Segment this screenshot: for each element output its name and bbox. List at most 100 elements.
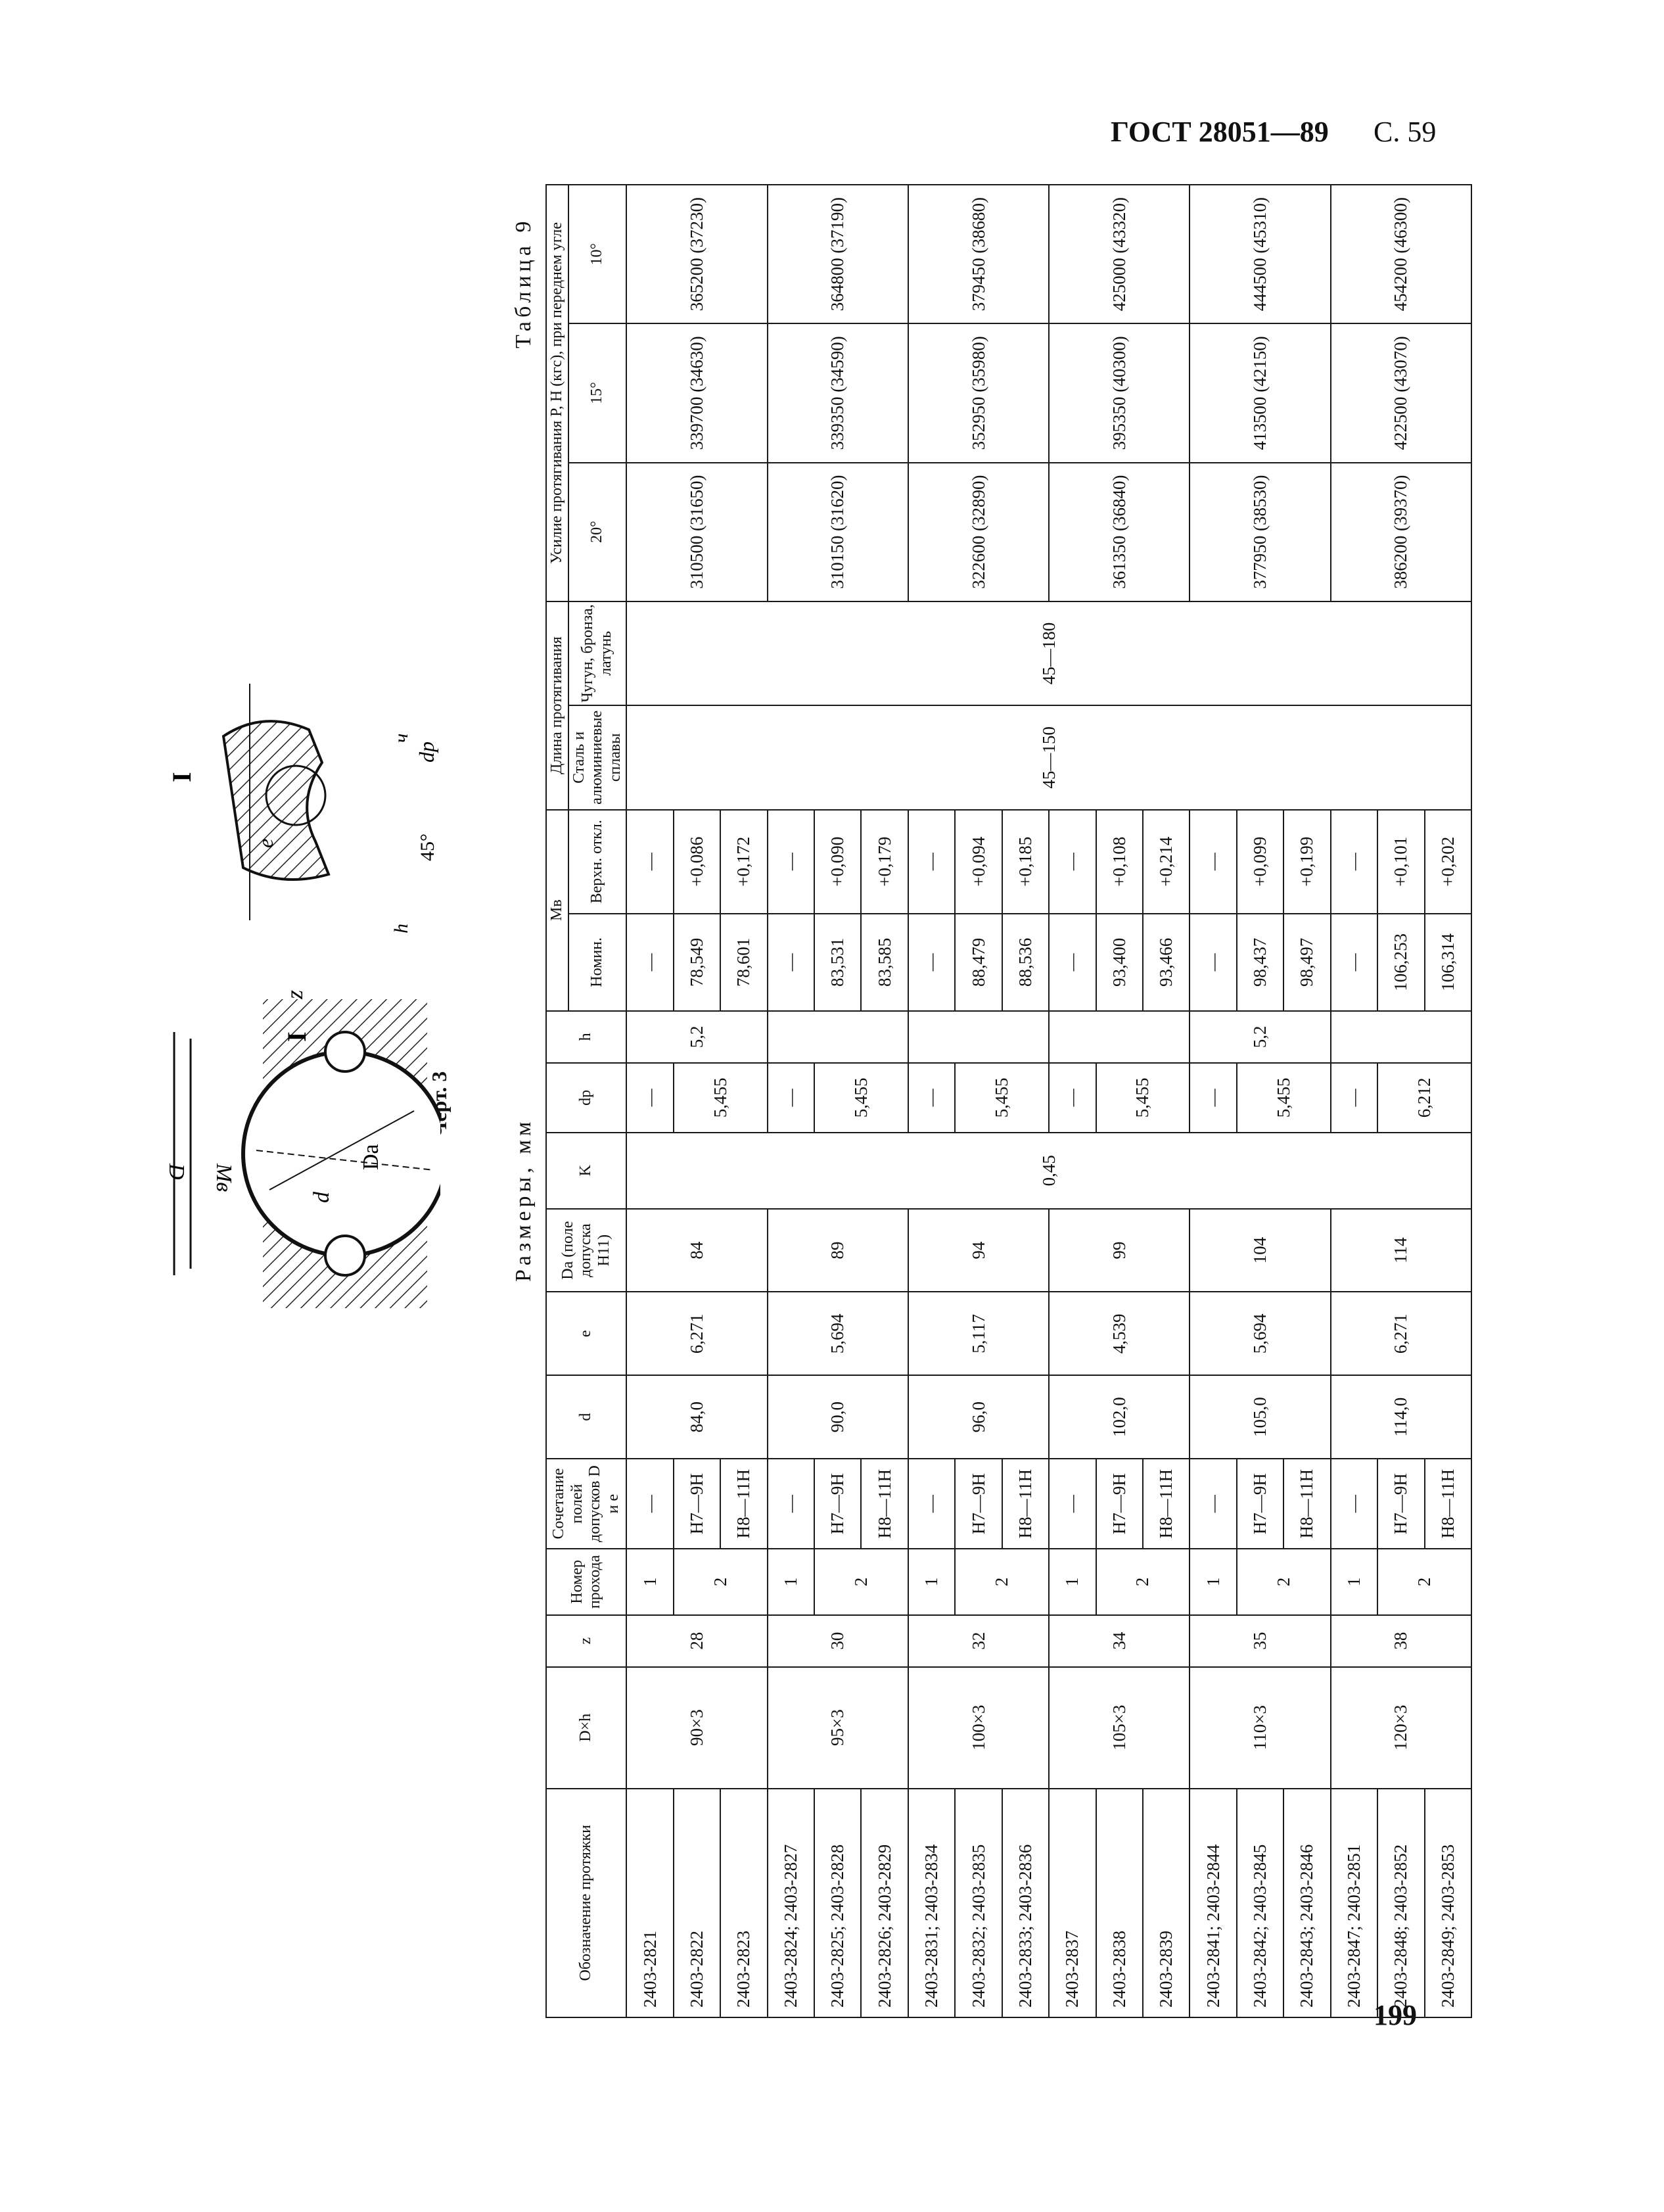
cell-z: 28 (626, 1614, 768, 1667)
cell-designation: 2403-2837 (1049, 1788, 1096, 2017)
cell-tolerance: — (908, 1458, 956, 1549)
col-h: h (546, 1010, 627, 1064)
detail-profile (221, 720, 331, 881)
cell-h (767, 1010, 908, 1064)
cell-force-10: 425000 (43320) (1049, 185, 1190, 324)
cell-force-10: 364800 (37190) (767, 185, 908, 324)
cell-force-20: 310500 (31650) (626, 462, 768, 601)
cell-pass: 1 (767, 1549, 815, 1615)
cell-force-15: 422500 (43070) (1330, 323, 1471, 463)
cell-designation: 2403-2825; 2403-2828 (814, 1788, 862, 2017)
page-number: 199 (1374, 1999, 1417, 2031)
cell-mb-nominal: 93,466 (1143, 913, 1190, 1011)
col-e: e (546, 1292, 627, 1376)
cell-tolerance: H8—11H (720, 1458, 768, 1549)
cell-tolerance: H7—9H (955, 1458, 1002, 1549)
cell-mb-nominal: — (908, 913, 956, 1011)
cell-h: 5,2 (626, 1010, 768, 1064)
cell-tolerance: H7—9H (1236, 1458, 1284, 1549)
cell-da: 114 (1330, 1208, 1471, 1292)
label-da: Da (359, 1144, 383, 1170)
label-big-d: D (164, 1163, 189, 1180)
cell-d: 105,0 (1190, 1375, 1331, 1459)
cell-pass: 1 (908, 1549, 956, 1615)
cell-designation: 2403-2826; 2403-2829 (861, 1788, 908, 2017)
cell-mb-deviation: — (767, 809, 815, 914)
cell-e: 5,117 (908, 1292, 1050, 1376)
detail-label-angle: 45° (417, 834, 438, 861)
cell-mb-deviation: — (1049, 809, 1096, 914)
cell-z: 35 (1190, 1614, 1331, 1667)
cell-mb-nominal: — (626, 913, 674, 1011)
col-designation: Обозначение протяжки (546, 1788, 627, 2017)
cell-mb-deviation: — (626, 809, 674, 914)
cell-tolerance: H7—9H (1096, 1458, 1144, 1549)
detail-label-h: h (390, 924, 412, 933)
col-len-steel: Сталь и алюминиевые сплавы (568, 705, 627, 810)
cell-mb-deviation: +0,099 (1236, 809, 1284, 914)
header-row-1: Обозначение протяжки D×h z Номер прохода… (546, 185, 627, 2017)
cell-mb-deviation: +0,185 (1002, 809, 1050, 914)
cell-mb-deviation: — (908, 809, 956, 914)
cell-pass: 2 (1377, 1549, 1471, 1615)
cell-tolerance: — (767, 1458, 815, 1549)
cell-h (1049, 1010, 1190, 1064)
cell-mb-deviation: +0,199 (1283, 809, 1331, 914)
cell-pass: 1 (1190, 1549, 1237, 1615)
cell-k: 0,45 (626, 1132, 1471, 1209)
cell-dp-dash: — (626, 1063, 674, 1133)
cell-designation: 2403-2822 (673, 1788, 721, 2017)
cell-pass: 2 (1236, 1549, 1331, 1615)
cell-force-15: 339700 (34630) (626, 323, 768, 463)
cell-da: 104 (1190, 1208, 1331, 1292)
cell-dp: 5,455 (955, 1063, 1050, 1133)
cell-tolerance: — (1330, 1458, 1378, 1549)
cell-mb-deviation: +0,094 (955, 809, 1002, 914)
cell-tolerance: H8—11H (1424, 1458, 1471, 1549)
cell-mb-nominal: 93,400 (1096, 913, 1144, 1011)
cell-force-20: 322600 (32890) (908, 462, 1050, 601)
standard-code: ГОСТ 28051—89 (1111, 116, 1329, 148)
cell-tolerance: H7—9H (1377, 1458, 1425, 1549)
detail-label-dp: dp (415, 741, 438, 763)
cell-force-15: 395350 (40300) (1049, 323, 1190, 463)
roller-right (324, 1235, 366, 1277)
cell-pass: 1 (1330, 1549, 1378, 1615)
label-d: d (310, 1191, 334, 1203)
cell-mb-nominal: 78,549 (673, 913, 721, 1011)
table-label: Таблица 9 (511, 217, 536, 348)
cell-tolerance: H8—11H (1143, 1458, 1190, 1549)
cell-dp-dash: — (767, 1063, 815, 1133)
cell-d: 90,0 (767, 1375, 908, 1459)
cell-mb-nominal: — (1330, 913, 1378, 1011)
detail-label-ch: ч (390, 734, 412, 743)
cell-d: 96,0 (908, 1375, 1050, 1459)
col-mb-nom: Номин. (568, 913, 627, 1011)
roller-left (324, 1031, 366, 1073)
cell-designation: 2403-2841; 2403-2844 (1190, 1788, 1237, 2017)
cell-mb-nominal: 83,531 (814, 913, 862, 1011)
cell-mb-nominal: 98,437 (1236, 913, 1284, 1011)
cell-designation: 2403-2839 (1143, 1788, 1190, 2017)
label-z: z (281, 990, 308, 1000)
cell-z: 30 (767, 1614, 908, 1667)
col-d: d (546, 1375, 627, 1459)
cell-mb-nominal: 78,601 (720, 913, 768, 1011)
cell-tolerance: H8—11H (1002, 1458, 1050, 1549)
cell-mb-nominal: — (1049, 913, 1096, 1011)
cell-mb-deviation: +0,172 (720, 809, 768, 914)
cell-e: 5,694 (1190, 1292, 1331, 1376)
cell-dp-dash: — (908, 1063, 956, 1133)
cell-tolerance: H7—9H (673, 1458, 721, 1549)
page-reference: С. 59 (1374, 116, 1437, 148)
cell-dp-dash: — (1049, 1063, 1096, 1133)
cell-designation: 2403-2823 (720, 1788, 768, 2017)
cell-mb-nominal: 106,314 (1424, 913, 1471, 1011)
cell-pass: 1 (626, 1549, 674, 1615)
cell-dxh: 90×3 (626, 1666, 768, 1789)
cell-tolerance: — (1049, 1458, 1096, 1549)
cell-dp-dash: — (1190, 1063, 1237, 1133)
col-force-15: 15° (568, 323, 627, 463)
